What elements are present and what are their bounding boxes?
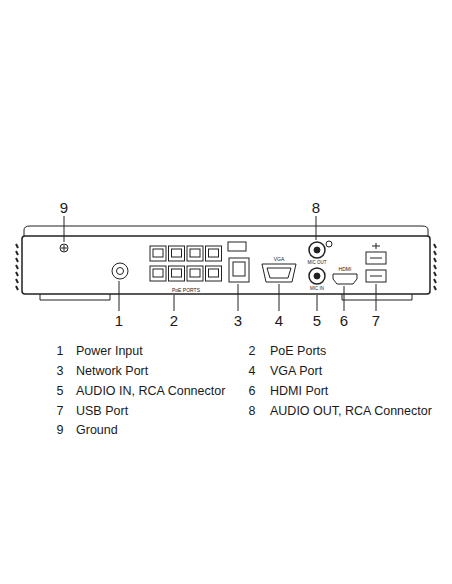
audio-in-rca: [309, 268, 325, 284]
foot: [342, 294, 412, 300]
part-name: VGA Port: [270, 365, 322, 378]
poe-ports: [150, 246, 222, 281]
poe-port-inner: [209, 269, 219, 277]
part-name: Ground: [76, 424, 118, 437]
indicator-block: [228, 242, 246, 251]
callout-number: 3: [234, 313, 242, 328]
audio-out-pin: [314, 247, 320, 253]
part-name: USB Port: [76, 405, 128, 418]
callout-number: 6: [340, 313, 348, 328]
power-jack: [112, 263, 128, 279]
poe-port-inner: [190, 269, 200, 277]
part-name: AUDIO OUT, RCA Connector: [270, 405, 432, 418]
vent-slot: [434, 244, 436, 248]
vent-slot: [16, 272, 18, 276]
callout-number: 9: [60, 200, 68, 215]
housing: [22, 236, 430, 294]
audio-in-pin: [314, 273, 320, 279]
poe-port-inner: [209, 249, 219, 257]
poe-port-inner: [153, 249, 163, 257]
hdmi-port: [333, 274, 357, 284]
vent-slot: [434, 258, 436, 262]
list-number: 1: [57, 345, 64, 358]
port-marking: MIC IN: [310, 287, 324, 292]
part-name: Network Port: [76, 365, 148, 378]
port-marking: VGA: [274, 257, 285, 262]
list-number: 2: [249, 345, 256, 358]
list-number: 5: [57, 385, 64, 398]
list-number: 3: [57, 365, 64, 378]
network-port: [229, 258, 249, 282]
poe-port: [169, 246, 185, 261]
vent-slot: [16, 244, 18, 248]
vents: [16, 244, 436, 290]
usb-symbol: [372, 243, 380, 249]
poe-port: [150, 266, 166, 281]
audio-mark: [326, 241, 332, 247]
network-port-inner: [233, 262, 245, 276]
poe-port-inner: [172, 249, 182, 257]
vent-slot: [16, 279, 18, 283]
part-name: AUDIO IN, RCA Connector: [76, 385, 225, 398]
callout-number: 2: [170, 313, 178, 328]
vent-slot: [16, 265, 18, 269]
callout-number: 1: [115, 313, 123, 328]
list-number: 4: [249, 365, 256, 378]
vent-slot: [16, 258, 18, 262]
top-bezel: [24, 226, 428, 236]
vent-slot: [434, 265, 436, 269]
vent-slot: [434, 286, 436, 290]
ground-mark: [61, 245, 67, 251]
ground-screw: [60, 244, 68, 252]
poe-port: [187, 246, 203, 261]
vent-slot: [434, 272, 436, 276]
usb-tongue: [370, 258, 382, 276]
vent-slot: [434, 251, 436, 255]
part-name: Power Input: [76, 345, 143, 358]
vent-slot: [434, 279, 436, 283]
part-name: PoE Ports: [270, 345, 326, 358]
part-name: HDMI Port: [270, 385, 328, 398]
list-number: 7: [57, 405, 64, 418]
audio-out-rca: [309, 242, 325, 258]
vga-port: [262, 264, 296, 282]
poe-port: [206, 266, 222, 281]
poe-port: [187, 266, 203, 281]
poe-port: [206, 246, 222, 261]
power-jack-pin: [117, 268, 124, 275]
list-number: 8: [249, 405, 256, 418]
vent-slot: [16, 286, 18, 290]
callout-number: 8: [312, 200, 320, 215]
callout-number: 5: [313, 313, 321, 328]
callout-number: 4: [275, 313, 283, 328]
poe-port: [150, 246, 166, 261]
vga-port-inner: [267, 268, 291, 278]
poe-port-inner: [172, 269, 182, 277]
poe-port-inner: [153, 269, 163, 277]
port-marking: HDMI: [339, 267, 352, 272]
port-marking: MIC OUT: [308, 261, 327, 266]
vent-slot: [16, 251, 18, 255]
poe-port: [169, 266, 185, 281]
callout-number: 7: [372, 313, 380, 328]
leader-lines: [64, 216, 376, 311]
poe-port-inner: [190, 249, 200, 257]
port-marking: PoE PORTS: [172, 288, 200, 293]
list-number: 9: [57, 424, 64, 437]
list-number: 6: [249, 385, 256, 398]
foot: [40, 294, 110, 300]
